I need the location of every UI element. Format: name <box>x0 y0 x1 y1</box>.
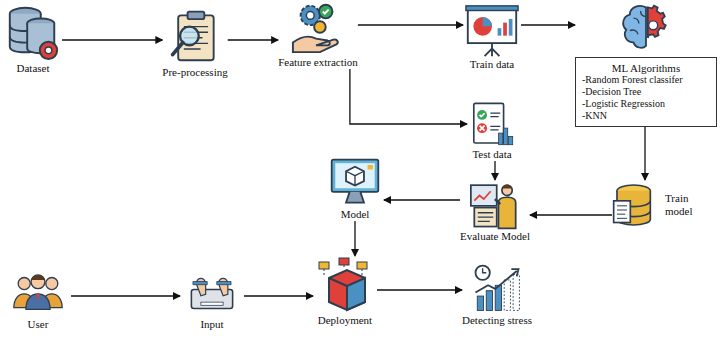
flow-arrow <box>71 295 180 296</box>
flow-arrow <box>244 295 313 296</box>
algorithms-box: ML Algorithms-Random Forest classifer-De… <box>575 2 717 127</box>
node-label: -Decision Tree <box>582 86 710 98</box>
preprocessing-node: Pre-processing <box>162 4 227 79</box>
flow-arrow <box>494 161 495 180</box>
clip-icon <box>167 4 223 66</box>
node-label: Feature extraction <box>278 56 358 69</box>
gears-icon <box>289 0 347 56</box>
box-icon <box>313 256 377 314</box>
node-label: User <box>28 318 49 331</box>
node-label: Model <box>341 208 370 221</box>
node-label: ML Algorithms <box>582 62 710 74</box>
db-icon <box>4 2 62 62</box>
node-label: -Random Forest classifer <box>582 74 710 86</box>
node-label: -KNN <box>582 110 710 122</box>
users-icon <box>5 268 71 318</box>
algorithm-list-box: ML Algorithms-Random Forest classifer-De… <box>575 57 717 127</box>
node-label: -Logistic Regression <box>582 98 710 110</box>
node-label: Pre-processing <box>162 66 227 79</box>
dataset-node: Dataset <box>4 2 62 75</box>
model-node: Model <box>326 156 384 221</box>
board-icon <box>463 4 521 58</box>
flow-arrow <box>644 127 645 180</box>
node-label: Test data <box>472 148 511 161</box>
deployment-node: Deployment <box>313 256 377 327</box>
flow-arrow <box>384 199 460 200</box>
input-node: Input <box>180 272 244 331</box>
node-label: Train model <box>665 192 709 218</box>
flow-arrow <box>377 289 462 290</box>
test-data-node: Test data <box>467 100 517 161</box>
evaluate-node: Evaluate Model <box>460 180 530 243</box>
user-node: User <box>5 268 71 331</box>
flow-arrow <box>530 214 612 215</box>
teach-icon <box>466 180 524 230</box>
chart-icon <box>468 262 526 314</box>
flow-arrow <box>228 39 278 40</box>
keyboard-icon <box>180 272 244 318</box>
node-label: Dataset <box>17 62 50 75</box>
node-label: Input <box>200 318 223 331</box>
brain-icon <box>618 2 674 54</box>
flow-arrow <box>62 39 162 40</box>
dbdoc-icon <box>612 180 662 230</box>
node-label: Detecting stress <box>462 314 532 327</box>
train-data-node: Train data <box>463 4 521 71</box>
detecting-node: Detecting stress <box>462 262 532 327</box>
node-label: Evaluate Model <box>460 230 530 243</box>
node-label: Train data <box>470 58 515 71</box>
flow-arrow <box>358 24 463 25</box>
feature-node: Feature extraction <box>278 0 358 69</box>
train-model-node: Train model <box>612 180 709 230</box>
flow-arrow <box>521 24 575 25</box>
flow-arrow <box>354 221 355 256</box>
monitor-icon <box>326 156 384 208</box>
check-icon <box>467 100 517 148</box>
node-label: Deployment <box>318 314 372 327</box>
flow-arrow <box>350 69 467 124</box>
